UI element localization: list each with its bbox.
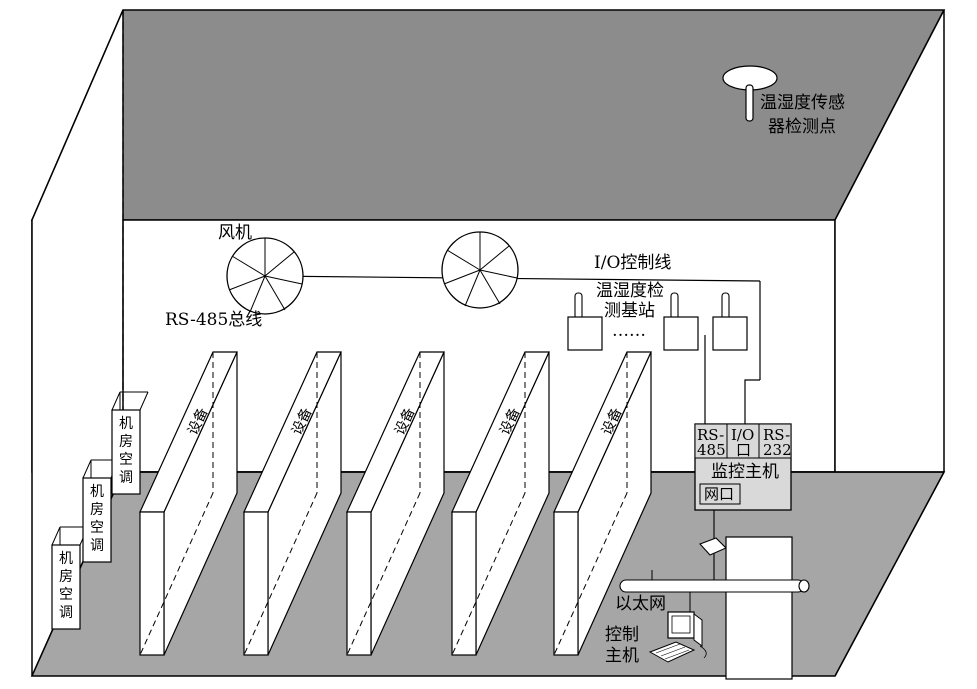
control-host-label-2: 主机	[605, 646, 639, 666]
control-host-computer: 控制 主机	[605, 611, 707, 666]
base-station-3	[712, 292, 748, 351]
sensor-point-label-1: 温湿度传感	[760, 93, 845, 113]
port-io-box	[726, 423, 760, 459]
base-station-label-2: 测基站	[604, 301, 655, 321]
equipment-rack: 设备	[346, 351, 445, 656]
station-box	[712, 316, 748, 351]
port-rs232-box	[758, 423, 792, 459]
rs485-bus-label: RS-485总线	[165, 310, 262, 330]
aircon-label-char: 调	[119, 470, 133, 486]
io-control-wire	[744, 379, 760, 425]
base-station-ellipsis: ……	[612, 321, 646, 341]
port-rs232-label-2: 232	[763, 441, 792, 459]
rack-front	[139, 511, 165, 656]
aircon-label-char: 空	[119, 452, 133, 468]
aircon-top-edge	[139, 391, 149, 411]
aircon-label-char: 调	[90, 538, 104, 554]
sensor-point-label-2: 器检测点	[768, 117, 836, 137]
equipment-rack: 设备	[451, 351, 550, 656]
aircon-label-char: 房	[59, 569, 73, 585]
control-host-label-1: 控制	[605, 625, 639, 645]
computer-screen	[671, 615, 691, 634]
port-io-label-2: 口	[736, 441, 751, 459]
station-box	[663, 316, 699, 351]
equipment-rack: 设备	[243, 351, 342, 656]
fan-blades	[443, 232, 518, 307]
port-rs232-label-1: RS-	[763, 426, 790, 444]
ethernet-cable	[619, 579, 805, 593]
port-io-label-1: I/O	[731, 426, 754, 444]
server-rack	[725, 536, 793, 680]
port-rs485-box	[694, 423, 728, 459]
aircon-front	[111, 409, 141, 495]
ceiling	[30, 9, 946, 221]
aircon-front	[51, 544, 81, 630]
base-station-label-1: 温湿度检	[596, 281, 664, 301]
fan-label: 风机	[218, 223, 252, 243]
port-rs485-label-1: RS-	[697, 426, 724, 444]
aircon-label-char: 房	[90, 502, 104, 518]
station-box	[567, 316, 603, 351]
rack-front	[451, 511, 477, 656]
aircon-label-char: 机	[119, 416, 133, 432]
port-rs485-label-2: 485	[697, 441, 726, 459]
aircon-front	[82, 477, 112, 563]
aircon-label-char: 机	[90, 484, 104, 500]
monitor-host: RS- 485 I/O 口 RS- 232 监控主机 网口	[694, 423, 792, 511]
monitor-host-title: 监控主机	[711, 462, 779, 482]
ethernet-cable-end	[798, 579, 810, 593]
computer-tower	[693, 613, 703, 647]
net-port-label: 网口	[704, 485, 734, 503]
fan-1	[226, 237, 304, 315]
net-port-box	[699, 483, 741, 505]
ethernet: 以太网	[615, 510, 810, 680]
equipment-rack: 设备	[553, 351, 652, 656]
aircon-label-char: 房	[119, 434, 133, 450]
computer-mouse-cord	[699, 645, 707, 659]
equipment-rack: 设备	[139, 351, 238, 656]
rack-front	[346, 511, 372, 656]
aircon-label-char: 空	[90, 520, 104, 536]
aircon-label-char: 空	[59, 587, 73, 603]
base-station-2	[663, 292, 699, 351]
fan-2	[441, 231, 519, 309]
sensor-stem	[745, 84, 754, 122]
io-control-line-label: I/O控制线	[594, 253, 671, 273]
base-station-1	[567, 292, 603, 351]
aircon-label-char: 调	[59, 605, 73, 621]
aircon-label-char: 机	[59, 551, 73, 567]
ceiling-sensor-point: 温湿度传感 器检测点	[722, 65, 845, 137]
ethernet-label: 以太网	[615, 594, 666, 614]
fan-blades	[228, 238, 303, 313]
rack-front	[243, 511, 269, 656]
rack-front	[553, 511, 579, 656]
equipment-racks: 设备设备设备设备设备	[139, 351, 652, 656]
